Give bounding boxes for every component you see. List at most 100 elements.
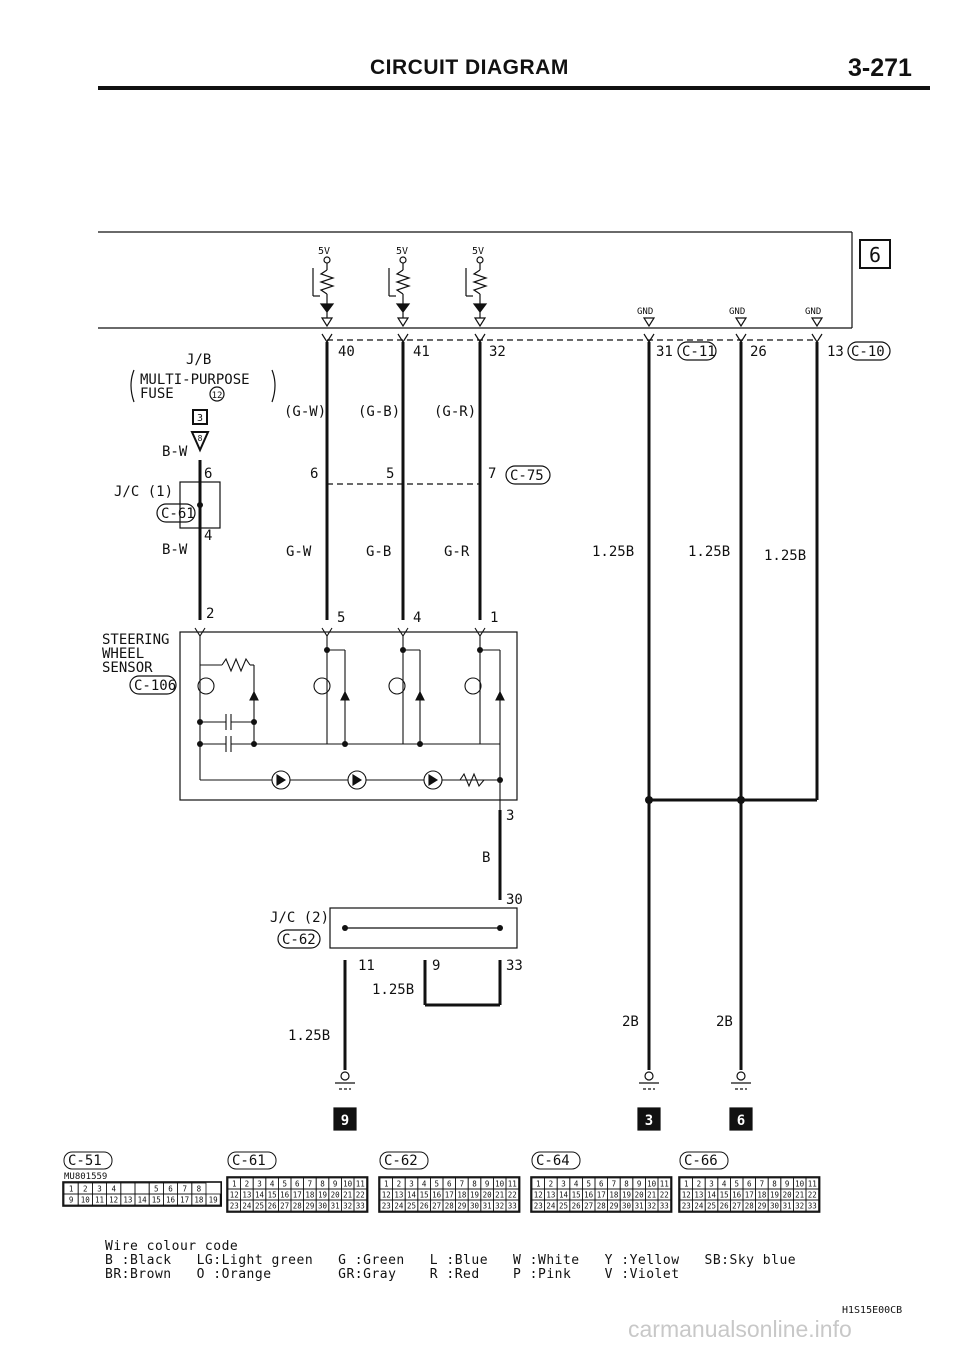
- connector-pin-cell: [120, 1182, 136, 1195]
- connector-pin-number: 33: [508, 1202, 517, 1211]
- connector-pin-number: 11: [508, 1180, 517, 1189]
- connector-pin-number: 7: [760, 1180, 765, 1189]
- connector-pin-number: 9: [69, 1196, 74, 1205]
- jc2-pin-11: 11: [358, 958, 375, 974]
- connector-view-badge: [531, 1151, 581, 1170]
- connector-pin-number: 28: [445, 1202, 455, 1211]
- connector-pin-number: 5: [586, 1180, 591, 1189]
- fuse-number: 12: [212, 391, 223, 401]
- connector-pin-number: 22: [356, 1191, 365, 1200]
- sensor-connector-label: C-106: [134, 678, 176, 694]
- page-title: CIRCUIT DIAGRAM: [370, 56, 569, 79]
- connector-pin-number: 22: [808, 1191, 817, 1200]
- connector-pin-number: 19: [770, 1191, 779, 1200]
- connector-pin-number: 19: [209, 1196, 218, 1205]
- supply-40: 5V: [312, 246, 335, 328]
- c75-pin-5: 5: [386, 466, 394, 482]
- wire-label-125b-jc: 1.25B: [372, 982, 414, 998]
- jc2-pin-9: 9: [432, 958, 440, 974]
- connector-pin-number: 18: [457, 1191, 467, 1200]
- connector-view-id: C-61: [232, 1153, 266, 1169]
- connector-pin-number: 25: [255, 1202, 264, 1211]
- connector-pin-number: 3: [409, 1180, 414, 1189]
- connector-pin-number: 5: [282, 1180, 287, 1189]
- connector-pin-number: 25: [559, 1202, 568, 1211]
- connector-part-number: MU801559: [64, 1172, 107, 1182]
- wire-label-2b-b: 2B: [716, 1014, 733, 1030]
- sensor-name-3: SENSOR: [102, 660, 153, 676]
- connector-pin-number: 33: [808, 1202, 817, 1211]
- connector-pin-number: 33: [356, 1202, 365, 1211]
- connector-pin-number: 14: [255, 1191, 265, 1200]
- sensor-pin-2: 2: [206, 606, 214, 622]
- connector-pin-number: 1: [69, 1185, 74, 1194]
- connector-pin-number: 29: [609, 1202, 618, 1211]
- sensor-pin-1: 1: [490, 610, 498, 626]
- supply-41: 5V: [388, 246, 411, 328]
- connector-pin-number: 12: [382, 1191, 391, 1200]
- sensor-connector-badge: [129, 675, 177, 695]
- ecu-pin-31: 31: [656, 344, 673, 360]
- connector-view-frame: [530, 1176, 673, 1213]
- connector-pin-number: 6: [447, 1180, 452, 1189]
- connector-pin-number: 20: [635, 1191, 645, 1200]
- connector-pin-number: 18: [609, 1191, 619, 1200]
- connector-pin-number: 25: [407, 1202, 416, 1211]
- connector-pin-number: 7: [612, 1180, 617, 1189]
- ecu-pin-26: 26: [750, 344, 767, 360]
- jc1-pin-in: 6: [204, 466, 212, 482]
- legend-line1: B :Black LG:Light green G :Green L :Blue…: [105, 1253, 797, 1268]
- wire-label-125b-gnd9: 1.25B: [288, 1028, 330, 1044]
- jb-paren-left: [130, 369, 135, 403]
- connector-view-frame: [226, 1176, 369, 1213]
- jb-desc1: MULTI-PURPOSE: [140, 372, 250, 388]
- wire-label-bw-lower: B-W: [162, 542, 188, 558]
- connector-pin-cell: [657, 1199, 672, 1212]
- ecu-pin-13: 13: [827, 344, 844, 360]
- connector-c10-label: C-10: [851, 344, 885, 360]
- connector-pin-number: 5: [154, 1185, 159, 1194]
- connector-pin-number: 4: [422, 1180, 427, 1189]
- connector-pin-number: 14: [707, 1191, 717, 1200]
- connector-pin-number: 29: [457, 1202, 466, 1211]
- connector-pin-number: 11: [356, 1180, 365, 1189]
- connector-pin-number: 10: [81, 1196, 91, 1205]
- ground-symbol-9: 9: [333, 1071, 357, 1131]
- ecu-pin-41: 41: [413, 344, 430, 360]
- connector-pin-cell: [205, 1193, 221, 1206]
- connector-view-badge: [379, 1151, 429, 1170]
- jb-name: J/B: [186, 352, 211, 368]
- wire-label-125b-c: 1.25B: [764, 548, 806, 564]
- wire-label-gr-ecu: (G-R): [434, 404, 476, 420]
- connector-pin-number: 3: [97, 1185, 102, 1194]
- connector-pin-number: 31: [331, 1202, 340, 1211]
- sensor-name-1: STEERING: [102, 632, 169, 648]
- connector-view-id: C-64: [536, 1153, 570, 1169]
- connector-view-id: C-51: [68, 1153, 102, 1169]
- jc2-connector-badge: [277, 929, 321, 949]
- connector-pin-number: 13: [694, 1191, 703, 1200]
- connector-c11-badge: [677, 341, 717, 361]
- connector-pin-number: 8: [320, 1180, 325, 1189]
- page-number: 3-271: [848, 54, 912, 82]
- jc1-connector-badge: [156, 503, 196, 523]
- gnd-label: GND: [805, 307, 821, 317]
- connector-pin-number: 15: [572, 1191, 581, 1200]
- connector-view-id: C-62: [384, 1153, 418, 1169]
- connector-pin-number: 30: [318, 1202, 328, 1211]
- jb-desc2: FUSE: [140, 386, 174, 402]
- connector-pin-number: 27: [584, 1202, 593, 1211]
- sensor-pin-5: 5: [337, 610, 345, 626]
- connector-pin-number: 16: [732, 1191, 742, 1200]
- jc2-box: [329, 907, 518, 949]
- jc2-connector-label: C-62: [282, 932, 316, 948]
- connector-view-badge: [227, 1151, 277, 1170]
- connector-pin-number: 22: [508, 1191, 517, 1200]
- connector-pin-number: 16: [432, 1191, 442, 1200]
- connector-pin-number: 11: [95, 1196, 104, 1205]
- connector-pin-number: 8: [472, 1180, 477, 1189]
